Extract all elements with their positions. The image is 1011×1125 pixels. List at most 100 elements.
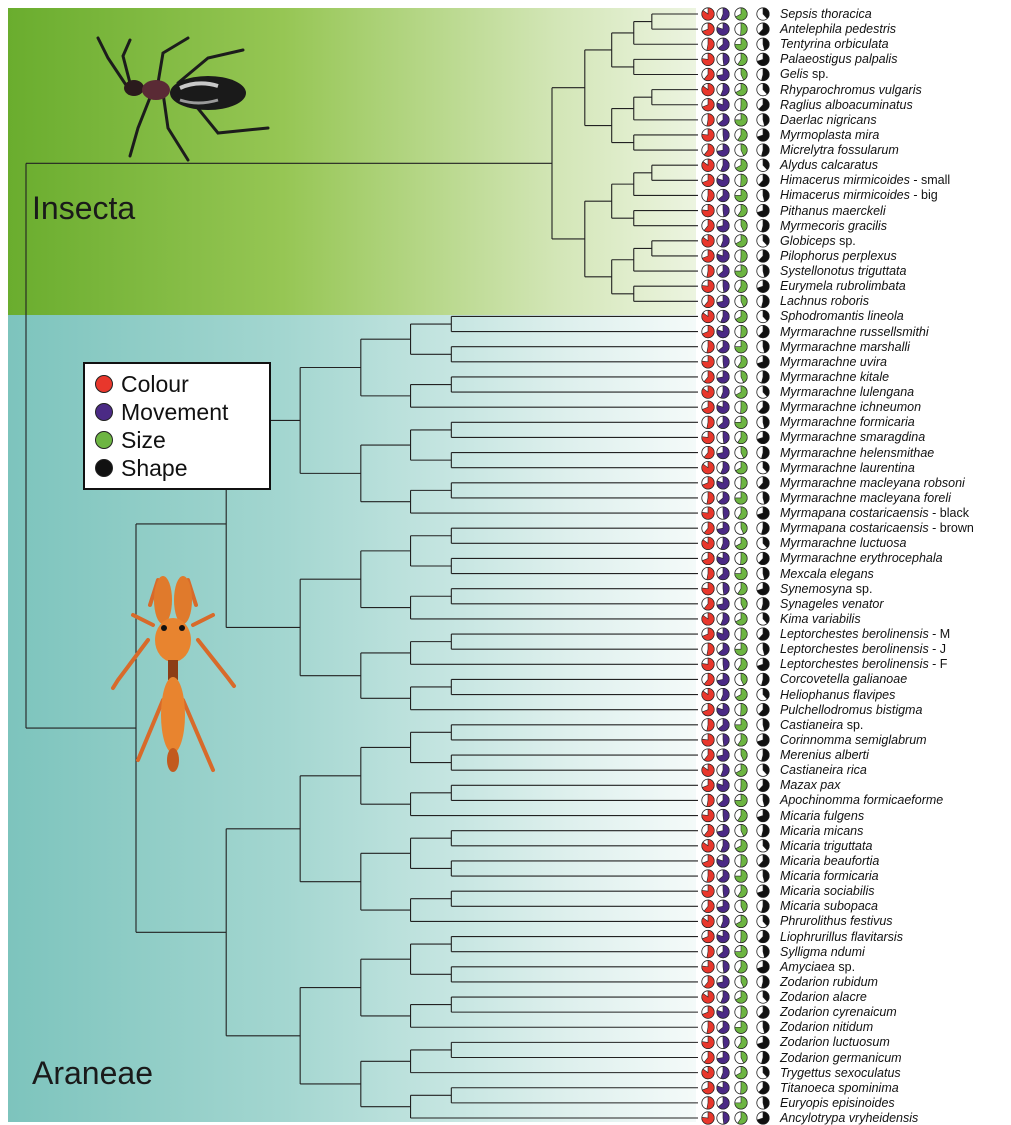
trait-pie-fill — [707, 1097, 714, 1109]
species-label: Tentyrina orbiculata — [780, 37, 889, 51]
species-name: Synemosyna — [780, 582, 852, 596]
species-name: Heliophanus flavipes — [780, 688, 895, 702]
species-label: Daerlac nigricans — [780, 113, 877, 127]
species-name: Mazax pax — [780, 778, 840, 792]
trait-pie-fill — [707, 492, 714, 504]
species-name: Trygettus sexoculatus — [780, 1066, 901, 1080]
trait-pie-fill — [763, 1097, 769, 1109]
species-label: Myrmarachne laurentina — [780, 461, 915, 475]
trait-pie-fill — [763, 719, 769, 731]
trait-pie-fill — [741, 552, 748, 564]
species-name: Myrmarachne marshalli — [780, 340, 910, 354]
legend-label: Size — [121, 427, 166, 454]
species-name: Zodarion alacre — [780, 990, 867, 1004]
species-label: Sepsis thoracica — [780, 7, 872, 21]
species-name: Zodarion rubidum — [780, 975, 878, 989]
species-label: Pilophorus perplexus — [780, 249, 897, 263]
species-label: Liophrurillus flavitarsis — [780, 930, 903, 944]
species-name: Leptorchestes berolinensis — [780, 657, 929, 671]
trait-pie-fill — [763, 567, 769, 579]
species-name: Myrmarachne macleyana robsoni — [780, 476, 965, 490]
species-label: Merenius alberti — [780, 748, 869, 762]
species-label: Leptorchestes berolinensis - J — [780, 642, 946, 656]
species-label: Mazax pax — [780, 778, 840, 792]
species-name: Myrmarachne helensmithae — [780, 446, 934, 460]
species-name: Micaria beaufortia — [780, 854, 879, 868]
trait-pie-fill — [723, 1036, 729, 1048]
trait-pie-fill — [763, 38, 769, 50]
trait-pie-columns — [702, 8, 769, 1124]
species-label: Sphodromantis lineola — [780, 309, 904, 323]
species-label: Micaria formicaria — [780, 869, 879, 883]
species-name: Mexcala elegans — [780, 567, 874, 581]
colour-swatch-icon — [95, 375, 113, 393]
species-name: Myrmarachne kitale — [780, 370, 889, 384]
species-label: Rhyparochromus vulgaris — [780, 83, 922, 97]
species-name: Zodarion cyrenaicum — [780, 1005, 897, 1019]
ant-mimic-spider-illustration — [108, 570, 238, 785]
species-label: Synageles venator — [780, 597, 884, 611]
legend-item-size: Size — [95, 426, 259, 454]
species-label: Alydus calcaratus — [780, 158, 878, 172]
legend-label: Colour — [121, 371, 189, 398]
species-name: Myrmarachne erythrocephala — [780, 551, 943, 565]
beetle-illustration — [68, 28, 278, 173]
species-label: Myrmarachne russellsmithi — [780, 325, 929, 339]
species-name: Micaria subopaca — [780, 899, 878, 913]
trait-pie-fill — [741, 23, 748, 35]
species-name: Tentyrina orbiculata — [780, 37, 889, 51]
species-label: Micaria triguttata — [780, 839, 872, 853]
species-name: Zodarion germanicum — [780, 1051, 902, 1065]
trait-pie-fill — [741, 1006, 748, 1018]
species-label: Systellonotus triguttata — [780, 264, 906, 278]
species-suffix: sp. — [843, 718, 863, 732]
species-label: Zodarion alacre — [780, 990, 867, 1004]
species-name: Micaria micans — [780, 824, 863, 838]
species-label: Phrurolithus festivus — [780, 914, 893, 928]
legend-item-colour: Colour — [95, 370, 259, 398]
trait-pie-fill — [741, 930, 748, 942]
species-label: Corcovetella galianoae — [780, 672, 907, 686]
species-label: Myrmarachne luctuosa — [780, 536, 906, 550]
trait-pie-fill — [763, 416, 769, 428]
species-name: Myrmarachne smaragdina — [780, 430, 925, 444]
trait-pie-fill — [723, 582, 729, 594]
species-label: Ancylotrypa vryheidensis — [780, 1111, 918, 1125]
species-name: Myrmarachne russellsmithi — [780, 325, 929, 339]
species-name: Micrelytra fossularum — [780, 143, 899, 157]
species-name: Corinnomma semiglabrum — [780, 733, 927, 747]
species-label: Zodarion cyrenaicum — [780, 1005, 897, 1019]
size-swatch-icon — [95, 431, 113, 449]
species-label: Micaria fulgens — [780, 809, 864, 823]
species-name: Myrmapana costaricaensis — [780, 521, 929, 535]
species-name: Castianeira rica — [780, 763, 867, 777]
legend: Colour Movement Size Shape — [83, 362, 271, 490]
trait-pie-fill — [763, 870, 769, 882]
trait-pie-fill — [707, 38, 714, 50]
trait-pie-fill — [707, 189, 714, 201]
species-label: Micaria beaufortia — [780, 854, 879, 868]
species-label: Myrmarachne ichneumon — [780, 400, 921, 414]
trait-pie-fill — [741, 855, 748, 867]
tree-branches — [26, 14, 698, 1118]
species-label: Amyciaea sp. — [780, 960, 855, 974]
species-label: Micaria subopaca — [780, 899, 878, 913]
clade-label-araneae: Araneae — [32, 1055, 153, 1092]
trait-pie-fill — [707, 341, 714, 353]
species-label: Leptorchestes berolinensis - M — [780, 627, 950, 641]
trait-pie-fill — [741, 250, 748, 262]
species-name: Corcovetella galianoae — [780, 672, 907, 686]
species-name: Ancylotrypa vryheidensis — [780, 1111, 918, 1125]
species-label: Titanoeca spominima — [780, 1081, 899, 1095]
trait-pie-fill — [707, 870, 714, 882]
species-name: Myrmarachne lulengana — [780, 385, 914, 399]
species-label: Myrmarachne erythrocephala — [780, 551, 943, 565]
trait-pie-fill — [741, 99, 748, 111]
legend-item-movement: Movement — [95, 398, 259, 426]
species-label: Myrmarachne helensmithae — [780, 446, 934, 460]
species-name: Micaria sociabilis — [780, 884, 874, 898]
trait-pie-fill — [723, 129, 729, 141]
species-name: Pilophorus perplexus — [780, 249, 897, 263]
species-label: Zodarion luctuosum — [780, 1035, 890, 1049]
